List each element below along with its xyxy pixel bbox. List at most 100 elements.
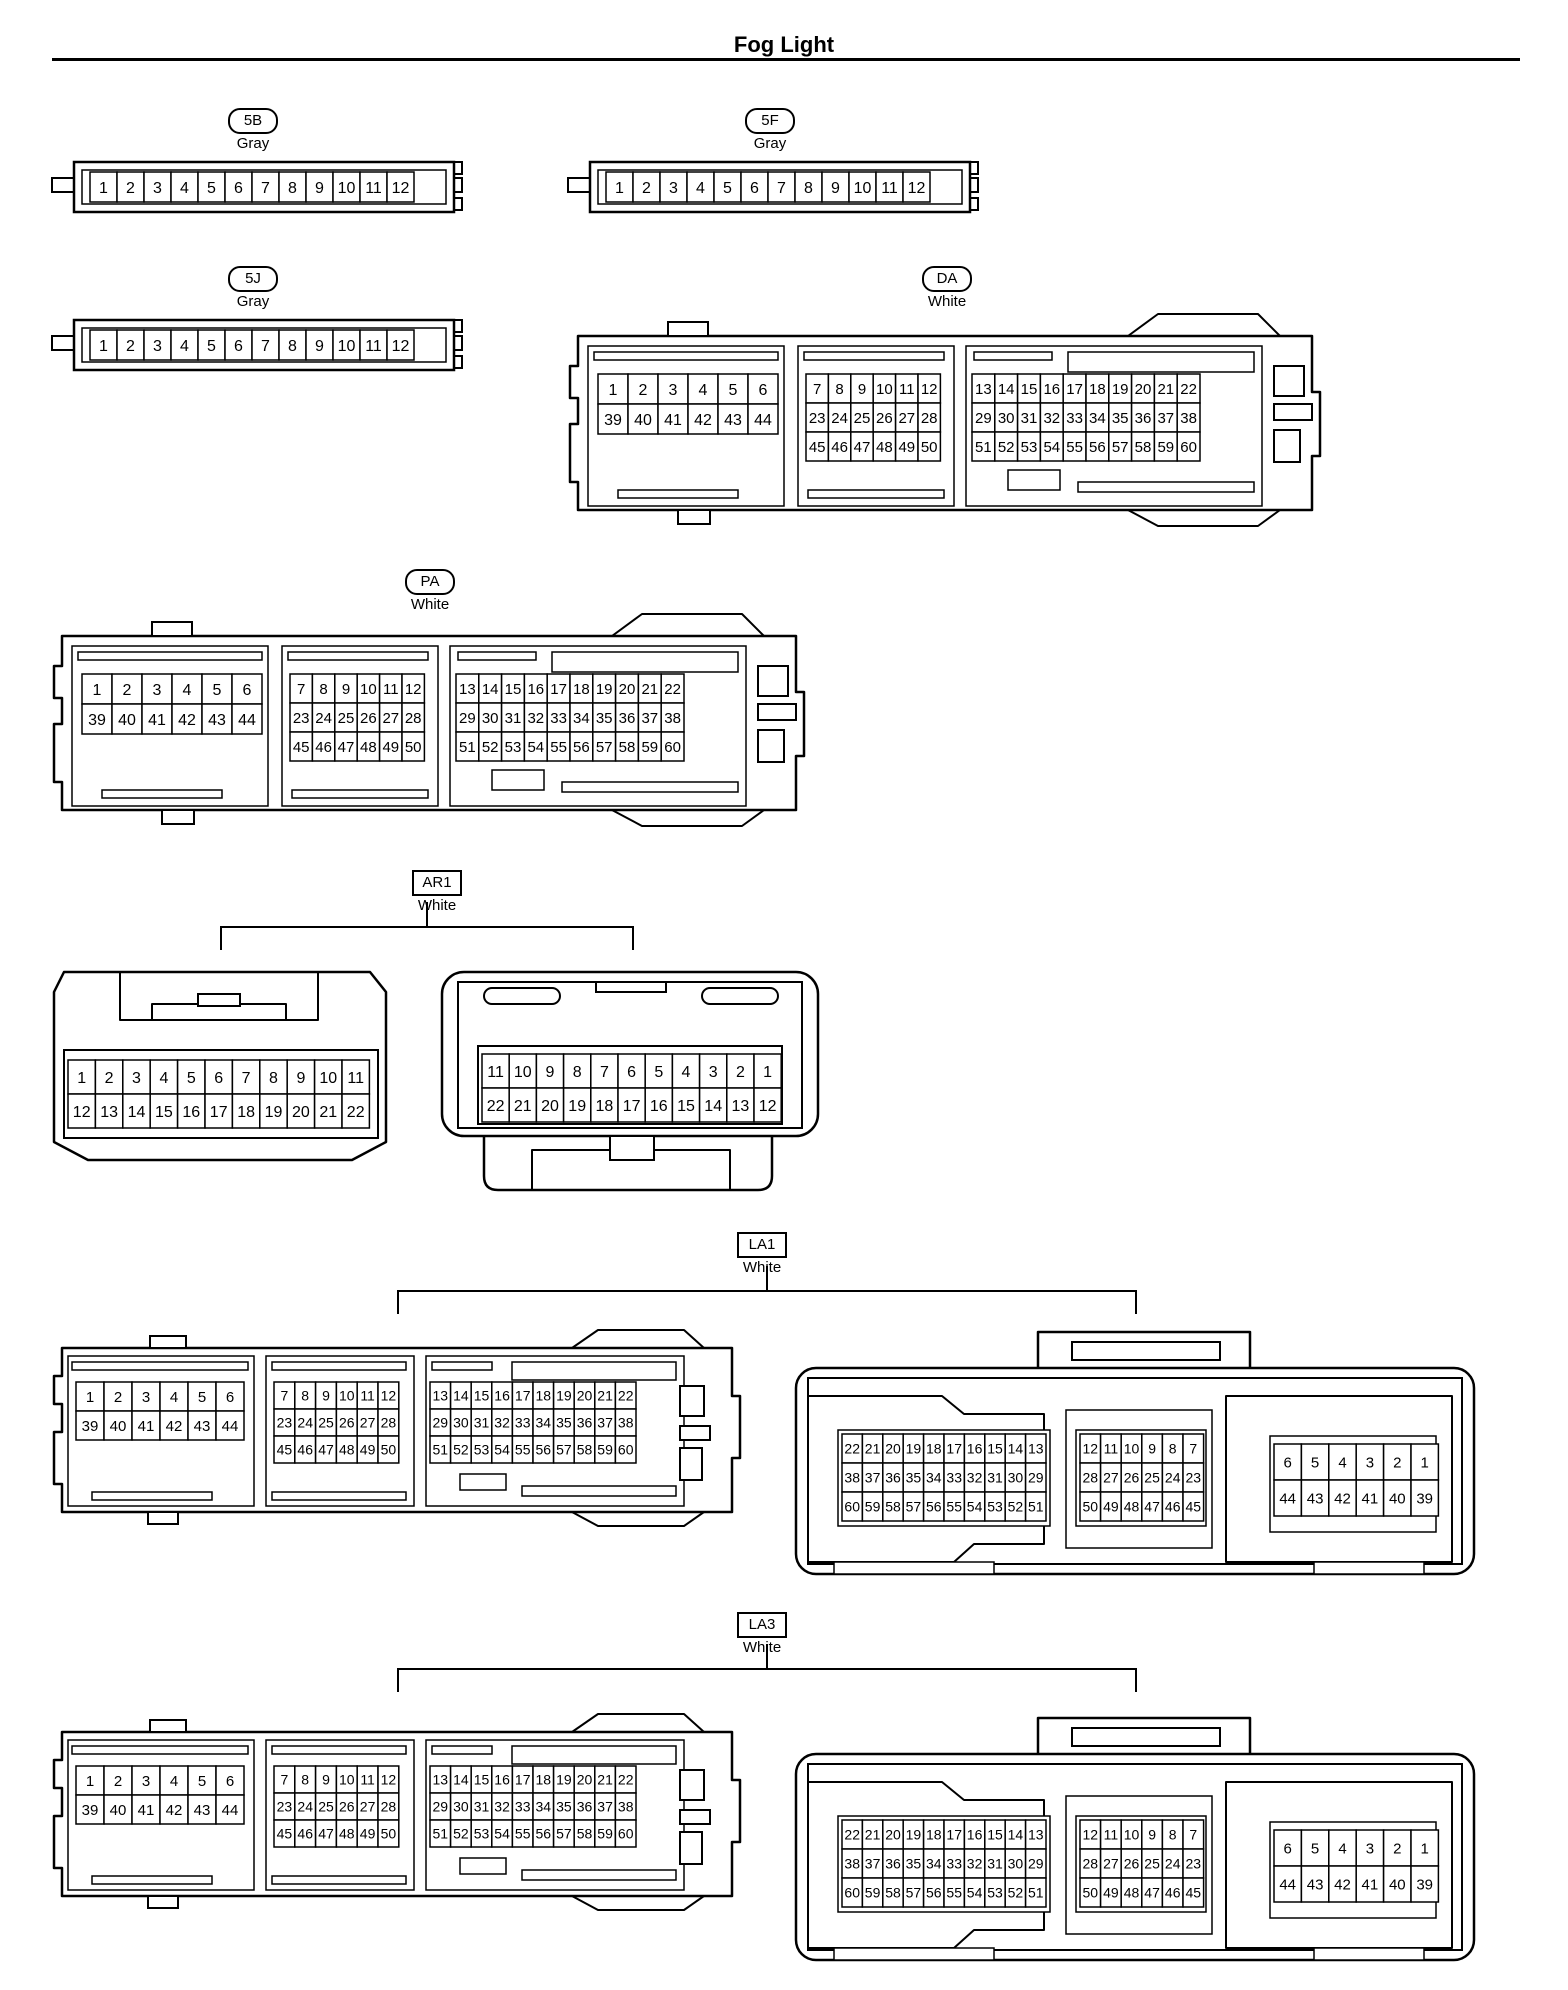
pin-number: 7 — [242, 1070, 251, 1087]
pin-number: 52 — [453, 1826, 469, 1842]
pin-number: 40 — [110, 1802, 127, 1819]
label-PA: PA White — [330, 569, 530, 614]
page-title: Fog Light — [733, 32, 835, 57]
pin-number: 50 — [381, 1826, 397, 1842]
pin-number: 22 — [1180, 381, 1197, 398]
pin-cell — [747, 403, 779, 435]
slot — [271, 1875, 407, 1885]
pin-cell — [215, 1410, 245, 1441]
pin-cell — [481, 1053, 510, 1089]
pin-number: 54 — [527, 739, 544, 756]
pin-cell — [359, 171, 388, 203]
pin-number: 9 — [315, 338, 324, 355]
pin-cell — [313, 1059, 343, 1095]
pin-number: 27 — [360, 1799, 376, 1815]
latch — [757, 665, 789, 697]
connector-id: PA — [405, 569, 455, 595]
hood — [571, 1329, 705, 1349]
pin-number: 1 — [1421, 1454, 1429, 1471]
pin-cell — [131, 1410, 161, 1441]
pin-number: 18 — [536, 1772, 552, 1788]
pin-number: 49 — [898, 439, 915, 456]
pin-number: 53 — [987, 1885, 1003, 1901]
pin-number: 43 — [1307, 1490, 1324, 1507]
pin-number: 23 — [277, 1799, 293, 1815]
pin-number: 16 — [1043, 381, 1060, 398]
pin-number: 42 — [166, 1802, 183, 1819]
label-5F: 5F Gray — [670, 108, 870, 153]
pin-number: 5 — [213, 682, 222, 699]
slot — [551, 651, 739, 673]
pin-number: 22 — [844, 1441, 860, 1457]
pin-number: 42 — [166, 1418, 183, 1435]
pin-number: 31 — [987, 1856, 1003, 1872]
pin-number: 9 — [322, 1388, 330, 1404]
pin-number: 47 — [1144, 1885, 1160, 1901]
pin-number: 10 — [1124, 1827, 1140, 1843]
pin-number: 5 — [187, 1070, 196, 1087]
pin-number: 34 — [926, 1470, 942, 1486]
pin-number: 7 — [297, 681, 305, 698]
pin-number: 21 — [641, 681, 658, 698]
pin-number: 40 — [118, 712, 136, 729]
pin-number: 2 — [123, 682, 132, 699]
pin-number: 12 — [759, 1098, 777, 1115]
pin-number: 52 — [453, 1442, 469, 1458]
pin-number: 17 — [515, 1772, 531, 1788]
pin-number: 20 — [292, 1104, 310, 1121]
latch — [757, 729, 785, 763]
pin-number: 13 — [732, 1098, 750, 1115]
pin-number: 12 — [392, 180, 410, 197]
pin-number: 17 — [946, 1827, 962, 1843]
pin-cell — [875, 171, 904, 203]
pin-cell — [1182, 1877, 1205, 1908]
label-LA1: LA1 White — [662, 1232, 862, 1277]
pin-number: 1 — [1421, 1840, 1429, 1857]
pin-number: 20 — [577, 1388, 593, 1404]
slot — [71, 1745, 249, 1755]
pin-number: 54 — [494, 1826, 510, 1842]
pin-cell — [176, 1093, 206, 1129]
slot — [617, 489, 739, 499]
pin-number: 15 — [474, 1772, 490, 1788]
pin-number: 56 — [926, 1885, 942, 1901]
pin-number: 12 — [392, 338, 410, 355]
connector-id: 5B — [228, 108, 278, 134]
pin-number: 36 — [619, 710, 636, 727]
pin-number: 60 — [618, 1826, 634, 1842]
pin-number: 6 — [234, 180, 243, 197]
pin-number: 3 — [153, 338, 162, 355]
pin-number: 47 — [318, 1442, 334, 1458]
pin-number: 33 — [1066, 410, 1083, 427]
pin-number: 29 — [433, 1415, 449, 1431]
pin-number: 6 — [243, 682, 252, 699]
slot — [431, 1745, 493, 1755]
pin-number: 31 — [1021, 410, 1038, 427]
pin-number: 41 — [138, 1802, 155, 1819]
pin-number: 28 — [921, 410, 938, 427]
pin-cell — [170, 329, 199, 361]
pin-number: 26 — [339, 1799, 355, 1815]
pin-number: 59 — [641, 739, 658, 756]
pin-number: 1 — [615, 180, 624, 197]
pin-number: 25 — [318, 1799, 334, 1815]
pin-number: 22 — [618, 1388, 634, 1404]
pin-number: 51 — [433, 1826, 449, 1842]
pin-cell — [332, 329, 361, 361]
connector-color: Gray — [236, 135, 270, 152]
slot — [521, 1485, 677, 1497]
pin-cell — [686, 171, 715, 203]
pin-number: 27 — [898, 410, 915, 427]
slot — [1077, 481, 1255, 493]
pin-number: 13 — [433, 1772, 449, 1788]
pin-number: 37 — [641, 710, 658, 727]
pin-number: 33 — [946, 1470, 962, 1486]
pin-cell — [259, 1093, 288, 1129]
pin-number: 12 — [73, 1104, 91, 1121]
pin-number: 58 — [577, 1826, 593, 1842]
pin-number: 3 — [132, 1070, 141, 1087]
pin-number: 59 — [865, 1885, 881, 1901]
